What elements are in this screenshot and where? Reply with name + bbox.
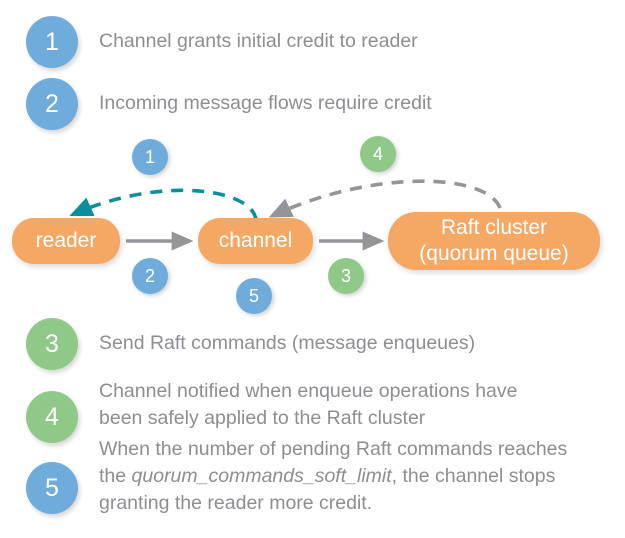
edge-raft-to-channel-notify [268,179,502,218]
diagram-badge-4: 4 [360,136,396,172]
edge-channel-to-reader-credit [69,188,258,221]
diagram-badge-3: 3 [328,258,364,294]
legend-text-2: Incoming message flows require credit [99,92,432,114]
legend-badge-2: 2 [26,78,78,130]
legend-badge-1: 1 [26,16,78,68]
legend-text-5-emphasis: quorum_commands_soft_limit [131,465,392,487]
node-raft-cluster[interactable]: Raft cluster (quorum queue) [388,212,600,270]
legend-text-5: When the number of pending Raft commands… [99,436,567,517]
legend-item-4: 4 Channel notified when enqueue operatio… [26,378,518,443]
legend-text-4: Channel notified when enqueue operations… [99,380,518,429]
legend-badge-3: 3 [26,318,78,370]
diagram-badge-2: 2 [132,258,168,294]
node-raft-cluster-label: Raft cluster (quorum queue) [419,216,569,265]
legend-item-2: 2 Incoming message flows require credit [26,78,432,130]
legend-badge-5: 5 [26,462,78,514]
node-reader[interactable]: reader [12,218,120,264]
legend-badge-4: 4 [26,391,78,443]
diagram-arrows [69,179,502,251]
legend-item-1: 1 Channel grants initial credit to reade… [26,16,418,68]
diagram-badge-1: 1 [132,139,168,175]
legend-text-5-part1: When the number of pending Raft commands… [99,438,568,487]
diagram-badge-5: 5 [236,278,272,314]
legend-item-5: 5 When the number of pending Raft comman… [26,438,567,517]
legend-text-5-part2: , the channel stops granting the reader … [99,465,556,514]
node-reader-label: reader [35,229,97,252]
flow-diagram: reader channel Raft cluster (quorum queu… [0,130,625,320]
node-channel[interactable]: channel [198,218,313,264]
legend-item-3: 3 Send Raft commands (message enqueues) [26,318,475,370]
legend-text-3: Send Raft commands (message enqueues) [99,332,476,354]
node-channel-label: channel [218,229,293,252]
legend-text-1: Channel grants initial credit to reader [99,30,418,52]
